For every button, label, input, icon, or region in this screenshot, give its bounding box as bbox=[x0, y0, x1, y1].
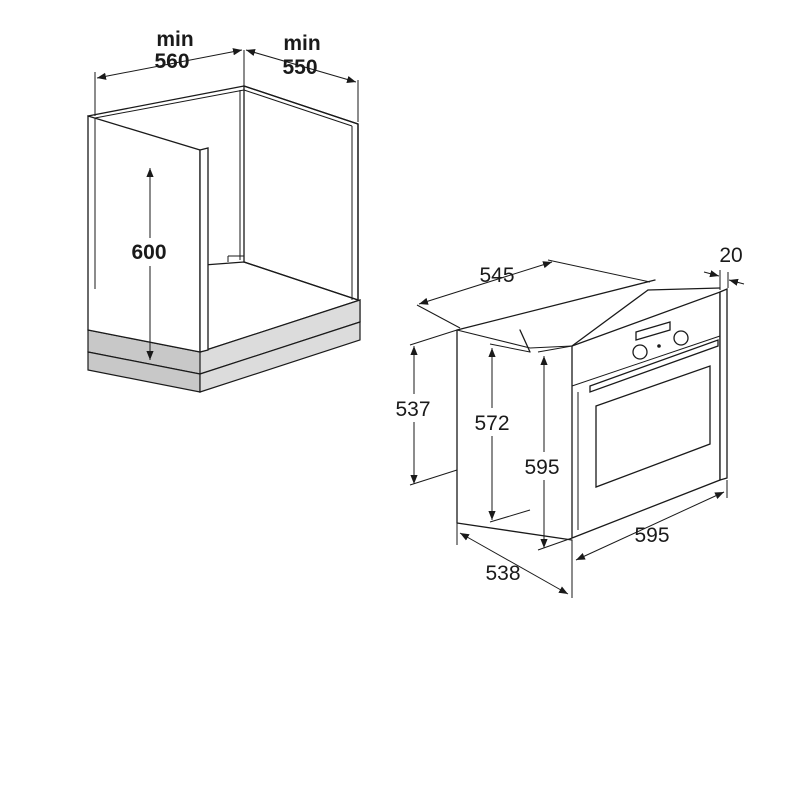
cabinet-left-panel bbox=[87, 115, 201, 353]
cabinet-base-front bbox=[199, 321, 361, 393]
front-thickness-arrow-right bbox=[728, 278, 745, 286]
oven-body-top-edge bbox=[456, 279, 656, 331]
oven-front-thickness bbox=[719, 288, 728, 481]
oven-front-width: 595 bbox=[634, 524, 669, 547]
oven-front-top-right bbox=[647, 287, 721, 291]
dim572-ext-top bbox=[489, 343, 531, 353]
cabinet-top-rim bbox=[87, 85, 359, 301]
right-knob bbox=[673, 330, 689, 346]
cabinet-inner-rim bbox=[94, 89, 245, 119]
dim595h-ext-bottom bbox=[537, 537, 573, 551]
dim537-ext-top bbox=[409, 329, 458, 346]
oven-front-thickness-value: 20 bbox=[719, 244, 742, 267]
oven-body-shoulder bbox=[529, 345, 573, 349]
oven-window bbox=[595, 365, 711, 488]
dim595h-label-bg bbox=[516, 452, 568, 480]
oven-inner-height: 572 bbox=[474, 412, 509, 435]
front-thickness-arrow-left bbox=[703, 270, 720, 278]
dim572-ext-bottom bbox=[489, 509, 531, 523]
cabinet-height-value: 600 bbox=[131, 241, 166, 264]
dim572-label-bg bbox=[466, 408, 518, 436]
height-label-bg bbox=[124, 238, 176, 266]
depth-dimension-line bbox=[245, 49, 357, 83]
front-width-595-line bbox=[575, 491, 725, 561]
cabinet-width-value: 560 bbox=[154, 50, 189, 73]
width-dimension-line bbox=[96, 48, 243, 80]
oven-body-width: 538 bbox=[485, 562, 520, 585]
dim537-label-bg bbox=[388, 394, 440, 422]
control-panel-divider bbox=[571, 335, 721, 387]
oven-display bbox=[635, 321, 671, 341]
left-knob bbox=[632, 344, 648, 360]
oven-body-height: 537 bbox=[395, 398, 430, 421]
indicator-light bbox=[657, 344, 661, 348]
cabinet-depth-value: 550 bbox=[282, 56, 317, 79]
dim537-ext-bottom bbox=[409, 469, 458, 486]
dim545-ext-right bbox=[547, 259, 651, 283]
oven-depth-total: 545 bbox=[479, 264, 514, 287]
dim545-ext-left bbox=[416, 304, 461, 329]
cabinet-depth-prefix: min bbox=[283, 32, 320, 55]
oven-body-top-left bbox=[456, 329, 531, 349]
cabinet-inner-rim-right bbox=[243, 89, 353, 127]
oven-front-height: 595 bbox=[524, 456, 559, 479]
oven-body-step bbox=[519, 329, 531, 353]
dim595h-ext-top bbox=[537, 345, 573, 353]
oven-front-top bbox=[571, 289, 649, 347]
cabinet-left-panel-edge bbox=[199, 147, 209, 353]
oven-door-handle bbox=[589, 339, 719, 393]
oven-drawing: 545 20 537 572 595 538 595 bbox=[388, 244, 745, 598]
body-width-538-line bbox=[459, 532, 569, 595]
depth-545-line bbox=[418, 261, 553, 305]
cabinet-width-prefix: min bbox=[156, 28, 193, 51]
cabinet-drawing: min 560 min 550 600 bbox=[87, 28, 361, 393]
